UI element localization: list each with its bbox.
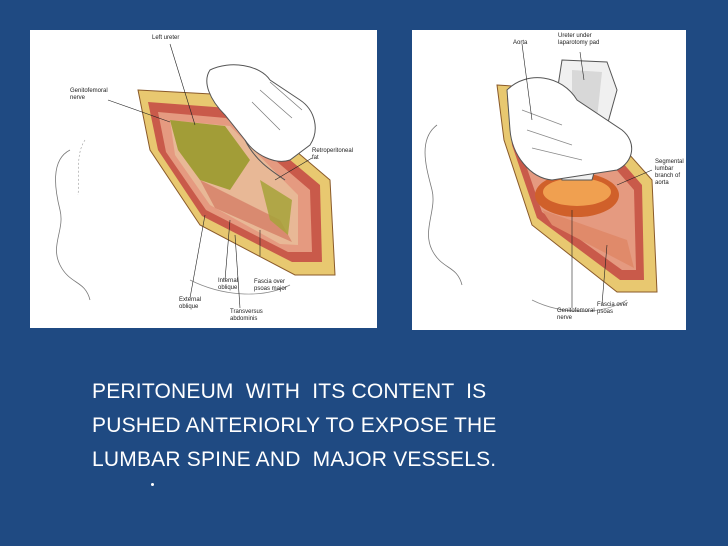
caption-line-3: LUMBAR SPINE AND MAJOR VESSELS. (92, 448, 497, 471)
label-external-oblique: External oblique (179, 297, 202, 310)
label-aorta: Aorta (513, 40, 528, 46)
label-genitofemoral-nerve-right: Genitofemoral nerve (557, 308, 595, 321)
label-ureter-under-pad: Ureter under laparotomy pad (558, 33, 600, 46)
label-segmental-lumbar-branch: Segmental lumbar branch of aorta (655, 159, 684, 186)
right-illustration-drawing (424, 43, 658, 312)
label-left-ureter: Left ureter (152, 35, 180, 41)
label-internal-oblique: Internal oblique (218, 278, 239, 291)
bullet-dot (151, 483, 154, 486)
slide-caption: PERITONEUM WITH ITS CONTENT IS PUSHED AN… (92, 375, 652, 477)
label-retroperitoneal-fat: Retroperitoneal fat (312, 148, 354, 161)
label-transversus-abdominis: Transversus abdominis (230, 309, 263, 322)
caption-line-1: PERITONEUM WITH ITS CONTENT IS (92, 380, 487, 403)
label-genitofemoral-nerve: Genitofemoral nerve (70, 88, 108, 101)
right-surgical-illustration: Aorta Ureter under laparotomy pad Segmen… (412, 30, 686, 330)
label-fascia-psoas: Fascia over psoas (597, 302, 629, 315)
left-illustration-drawing (55, 43, 336, 309)
caption-line-2: PUSHED ANTERIORLY TO EXPOSE THE (92, 414, 497, 437)
label-fascia-psoas-major: Fascia over psoas major (254, 279, 287, 292)
left-surgical-illustration: Left ureter Genitofemoral nerve Retroper… (30, 30, 377, 328)
